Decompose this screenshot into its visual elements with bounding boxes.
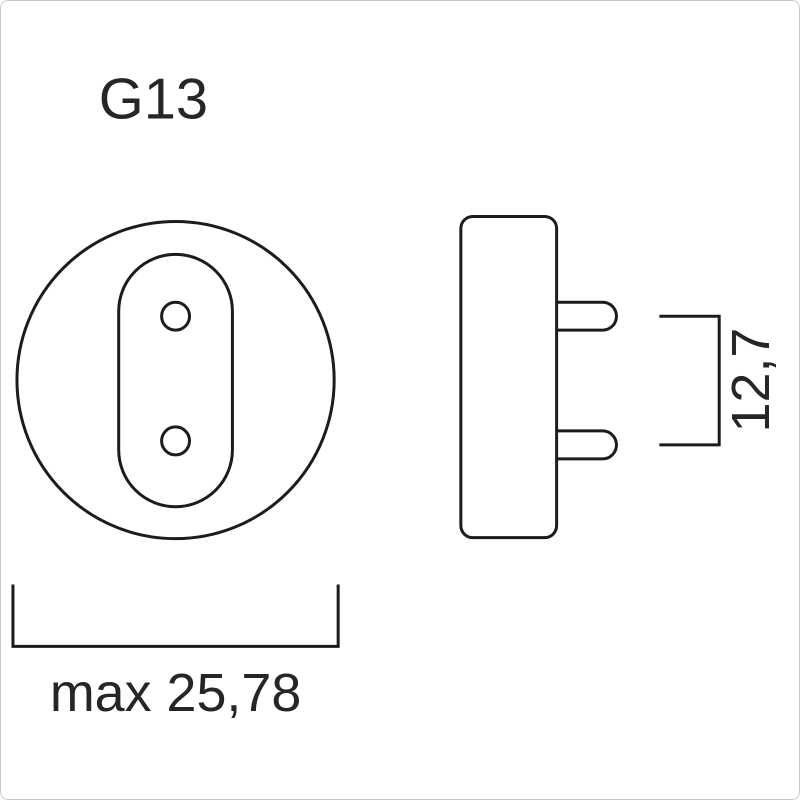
- front-view-pin-bottom: [160, 425, 192, 457]
- side-view-pin-bottom: [556, 429, 618, 461]
- front-view-pin-top: [160, 300, 192, 332]
- side-view-pin-top: [556, 300, 618, 332]
- side-view-body: [459, 214, 559, 540]
- pin-spacing-dimension-bracket: [659, 314, 721, 447]
- pin-spacing-label: 12,7: [721, 328, 781, 433]
- diameter-dimension-bracket: [11, 584, 340, 648]
- base-type-label: G13: [99, 68, 208, 132]
- front-view-pin-slot: [117, 252, 234, 509]
- max-diameter-label: max 25,78: [50, 663, 302, 723]
- front-view-outline: [15, 219, 336, 541]
